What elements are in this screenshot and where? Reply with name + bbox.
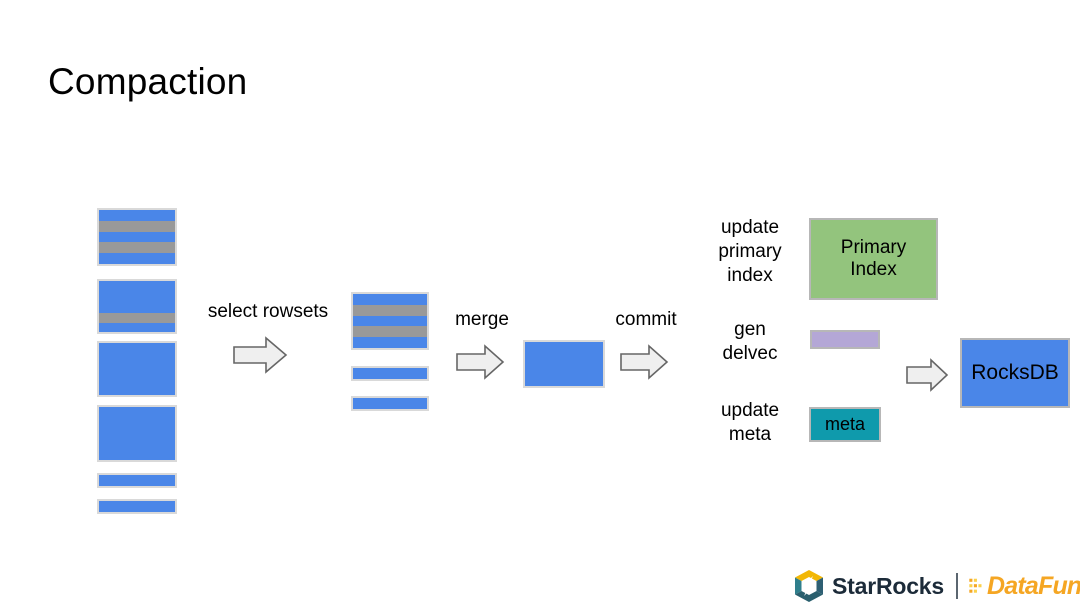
rowset-stripe-blue bbox=[353, 294, 427, 305]
source-rowset-6 bbox=[97, 499, 177, 514]
selected-rowset-2 bbox=[351, 366, 429, 381]
rowset-stripe-blue bbox=[99, 210, 175, 221]
rowset-stripe-gray bbox=[99, 221, 175, 232]
step-label-commit: commit bbox=[615, 309, 677, 330]
rowset-stripe-blue bbox=[353, 337, 427, 348]
selected-rowset-3 bbox=[351, 396, 429, 411]
page-title: Compaction bbox=[48, 61, 248, 102]
arrow-to-rocksdb bbox=[905, 358, 949, 392]
selected-rowset-1 bbox=[351, 292, 429, 350]
meta-box: meta bbox=[809, 407, 881, 442]
rowset-stripe-blue bbox=[99, 232, 175, 242]
step-label-gen-delvec: gen delvec bbox=[722, 319, 778, 364]
datafun-dots-icon bbox=[969, 578, 982, 593]
starrocks-wordmark: StarRocks bbox=[832, 572, 944, 599]
rowset-stripe-gray bbox=[99, 242, 175, 253]
delvec-box bbox=[810, 330, 880, 349]
arrow-merge bbox=[455, 344, 505, 380]
merged-rowset bbox=[523, 340, 605, 388]
arrow-select-rowsets bbox=[232, 336, 288, 374]
rowset-stripe-blue bbox=[353, 316, 427, 326]
footer-logos: StarRocks DataFun . bbox=[793, 566, 1080, 606]
arrow-commit bbox=[619, 344, 669, 380]
primary-index-box: Primary Index bbox=[809, 218, 938, 300]
rowset-stripe-gray bbox=[99, 313, 175, 323]
datafun-logo: DataFun . bbox=[969, 572, 1080, 601]
step-label-update-primary-index: update primary index bbox=[718, 217, 782, 286]
rowset-stripe-blue bbox=[99, 253, 175, 264]
source-rowset-2 bbox=[97, 279, 177, 334]
source-rowset-4 bbox=[97, 405, 177, 462]
step-label-update-meta: update meta bbox=[720, 400, 780, 445]
logo-divider bbox=[955, 573, 958, 599]
step-label-merge: merge bbox=[455, 309, 509, 330]
step-label-select-rowsets: select rowsets bbox=[207, 301, 329, 322]
rocksdb-label: RocksDB bbox=[971, 360, 1059, 384]
source-rowset-5 bbox=[97, 473, 177, 488]
datafun-wordmark: DataFun bbox=[986, 571, 1080, 600]
rowset-stripe-blue bbox=[99, 323, 175, 332]
rowset-stripe-blue bbox=[99, 281, 175, 313]
rowset-stripe-gray bbox=[353, 305, 427, 316]
rowset-stripe-gray bbox=[353, 326, 427, 337]
starrocks-logo-icon bbox=[795, 570, 823, 602]
primary-index-label: Primary Index bbox=[840, 236, 907, 280]
source-rowset-3 bbox=[97, 341, 177, 397]
meta-label: meta bbox=[824, 413, 866, 434]
rocksdb-box: RocksDB bbox=[960, 338, 1070, 408]
source-rowset-1 bbox=[97, 208, 177, 266]
